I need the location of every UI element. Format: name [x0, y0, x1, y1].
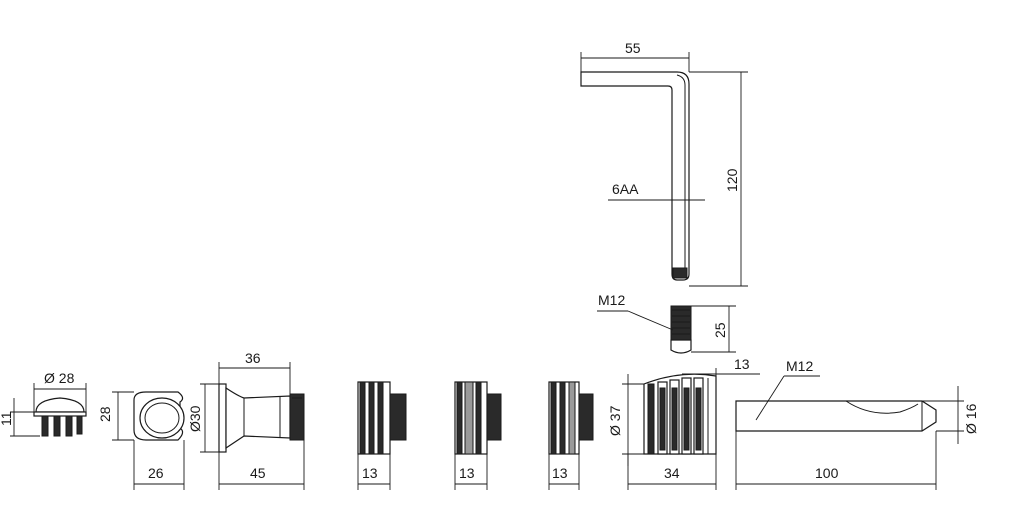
insert-a-width-label: 13 [362, 465, 378, 481]
cap-height-label: 11 [0, 411, 14, 426]
insert-c-width-label: 13 [552, 465, 568, 481]
nut-diameter-label: Ø 37 [607, 405, 623, 436]
nozzle-part [200, 362, 305, 490]
insert-b-part [454, 381, 502, 490]
holder-width-label: 26 [148, 465, 164, 481]
insert-a-part [357, 381, 407, 490]
holder-diameter-label: Ø30 [187, 405, 203, 432]
nut-width-label: 34 [664, 465, 680, 481]
holder-part [112, 391, 185, 490]
nozzle-length-label: 45 [250, 465, 266, 481]
nut-offset-label: 13 [734, 356, 750, 372]
screw-thread-label: M12 [598, 292, 625, 308]
rod-length-label: 100 [815, 465, 839, 481]
rod-thread-label: M12 [786, 358, 813, 374]
holder-height-label: 28 [97, 406, 113, 422]
rod-part [735, 375, 964, 490]
wrench-width-label: 55 [625, 40, 641, 56]
wrench-part [580, 52, 748, 287]
nozzle-top-label: 36 [245, 350, 261, 366]
cap-part [10, 383, 87, 437]
screw-part [597, 305, 736, 354]
wrench-size-label: 6AA [612, 181, 639, 197]
nut-part [622, 368, 760, 490]
wrench-height-label: 120 [724, 168, 740, 192]
rod-diameter-label: Ø 16 [963, 403, 979, 434]
insert-c-part [548, 381, 594, 490]
cap-diameter-label: Ø 28 [44, 370, 75, 386]
screw-length-label: 25 [712, 322, 728, 338]
insert-b-width-label: 13 [459, 465, 475, 481]
